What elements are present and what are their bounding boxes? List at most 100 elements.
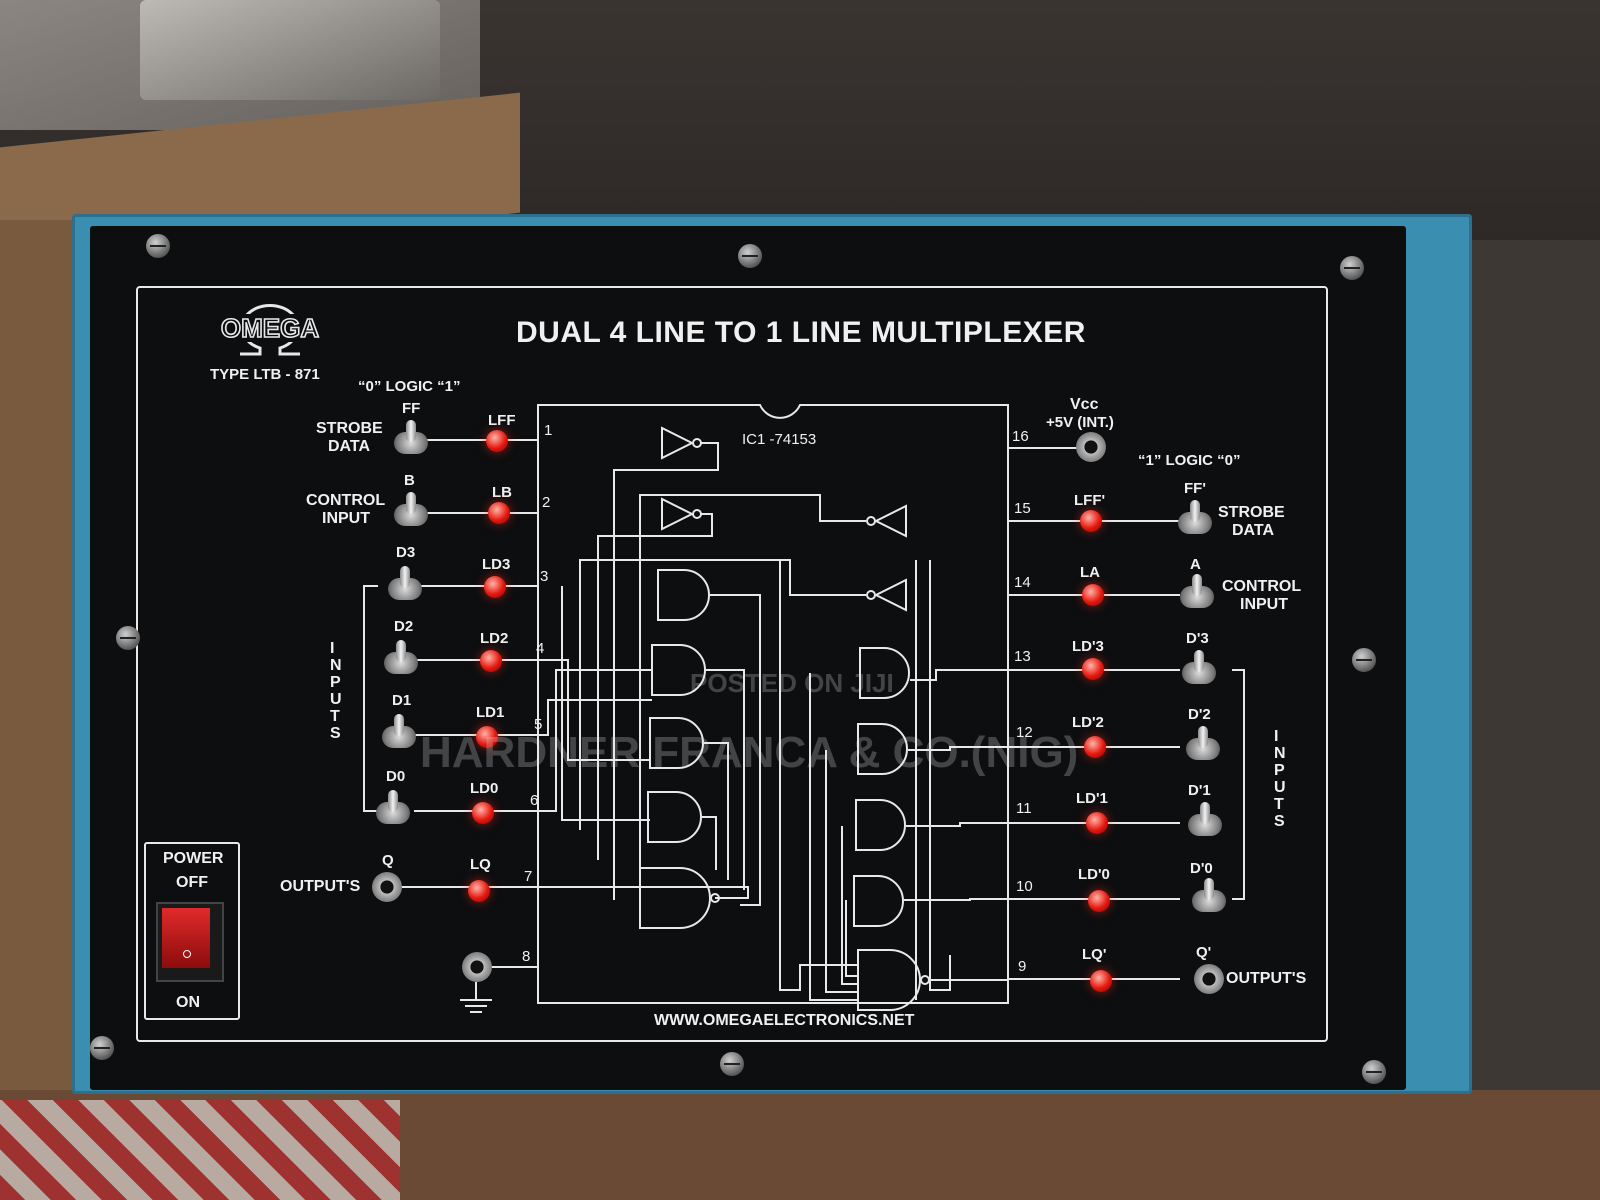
led-lff-prime [1080,510,1102,532]
q-prime-output-jack[interactable] [1194,964,1224,994]
right-strobe-switch-label: FF' [1184,480,1206,497]
led-label-lb: LB [492,484,512,501]
left-strobe-switch-label: FF [402,400,421,417]
pin-16: 16 [1012,428,1029,445]
led-lq [468,880,490,902]
d2-toggle-switch[interactable] [384,640,418,676]
right-control-label-1: CONTROL [1222,578,1302,595]
pin-15: 15 [1014,500,1031,517]
led-label-la: LA [1080,564,1100,581]
pin-1: 1 [544,422,553,439]
left-inputs-label: INPUTS [330,640,342,742]
led-lb [488,502,510,524]
pin-12: 12 [1016,724,1033,741]
control-a-toggle-switch[interactable] [1180,574,1214,610]
d-prime-2-toggle-switch[interactable] [1186,726,1220,762]
switch-label-d2: D2 [394,618,414,635]
vcc-jack[interactable] [1076,432,1106,462]
right-inputs-label: INPUTS [1274,728,1286,830]
screw [720,1052,744,1076]
brand-text: OMEGA [221,313,319,343]
watermark-line-2: HARDNER FRANCA & CO.(NIG) [420,728,1079,777]
led-label-lff-prime: LFF' [1074,492,1106,509]
screw [146,234,170,258]
screw [90,1036,114,1060]
screw [116,626,140,650]
ground-jack[interactable] [462,952,492,982]
switch-label-d-prime-2: D'2 [1188,706,1211,723]
d-prime-3-toggle-switch[interactable] [1182,650,1216,686]
strobe-prime-toggle-switch[interactable] [1178,500,1212,536]
right-strobe-label-1: STROBE [1218,504,1285,521]
led-label-ld-prime-3: LD'3 [1072,638,1104,655]
pin-10: 10 [1016,878,1033,895]
website-label: WWW.OMEGAELECTRONICS.NET [654,1012,915,1029]
left-outputs-label: OUTPUT'S [280,878,361,895]
power-switch-box [144,842,240,1020]
vcc-label: Vcc [1070,396,1099,413]
led-la [1082,584,1104,606]
type-label: TYPE LTB - 871 [210,366,320,383]
led-ld-prime-3 [1082,658,1104,680]
right-control-label-2: INPUT [1240,596,1288,613]
q-output-jack[interactable] [372,872,402,902]
power-rocker-face[interactable] [162,908,210,968]
switch-label-d-prime-3: D'3 [1186,630,1209,647]
led-ld1 [476,726,498,748]
led-ld-prime-2 [1084,736,1106,758]
pin-11: 11 [1016,800,1032,817]
pin-5: 5 [534,716,543,733]
screw [1352,648,1376,672]
led-label-ld0: LD0 [470,780,499,797]
led-label-ld-prime-2: LD'2 [1072,714,1104,731]
background-metal-part [140,0,440,100]
screw [1340,256,1364,280]
pin-2: 2 [542,494,551,511]
switch-label-d3: D3 [396,544,416,561]
switch-label-d-prime-1: D'1 [1188,782,1211,799]
led-label-lff: LFF [488,412,516,429]
screw [738,244,762,268]
d-prime-1-toggle-switch[interactable] [1188,802,1222,838]
right-output-jack-label: Q' [1196,944,1212,961]
background-red-packaging [0,1100,400,1200]
omega-logo: OMEGA [202,303,338,356]
pin-6: 6 [530,792,539,809]
d-prime-0-toggle-switch[interactable] [1192,878,1226,914]
left-output-jack-label: Q [382,852,394,869]
left-control-switch-label: B [404,472,415,489]
led-label-lq: LQ [470,856,491,873]
screw [1362,1060,1386,1084]
d3-toggle-switch[interactable] [388,566,422,602]
left-strobe-label-2: DATA [328,438,371,455]
front-panel [90,226,1406,1090]
strobe-toggle-switch[interactable] [394,420,428,456]
background-right-surface [1460,240,1600,1200]
led-label-ld1: LD1 [476,704,505,721]
power-off-label: OFF [176,874,208,891]
pin-13: 13 [1014,648,1031,665]
led-label-ld3: LD3 [482,556,511,573]
led-lff [486,430,508,452]
d1-toggle-switch[interactable] [382,714,416,750]
panel-title: DUAL 4 LINE TO 1 LINE MULTIPLEXER [516,316,1086,349]
pin-14: 14 [1014,574,1031,591]
led-ld-prime-1 [1086,812,1108,834]
led-label-ld-prime-0: LD'0 [1078,866,1110,883]
left-logic-header: “0” LOGIC “1” [358,378,461,395]
led-lq-prime [1090,970,1112,992]
ic-label: IC1 -74153 [742,431,817,448]
right-outputs-label: OUTPUT'S [1226,970,1307,987]
led-ld3 [484,576,506,598]
right-strobe-label-2: DATA [1232,522,1275,539]
led-label-ld2: LD2 [480,630,509,647]
right-logic-header: “1” LOGIC “0” [1138,452,1241,469]
panel-border [136,286,1328,1042]
led-label-lq-prime: LQ' [1082,946,1107,963]
control-b-toggle-switch[interactable] [394,492,428,528]
power-label: POWER [163,850,224,867]
led-label-ld-prime-1: LD'1 [1076,790,1108,807]
d0-toggle-switch[interactable] [376,790,410,826]
right-control-switch-label: A [1190,556,1201,573]
